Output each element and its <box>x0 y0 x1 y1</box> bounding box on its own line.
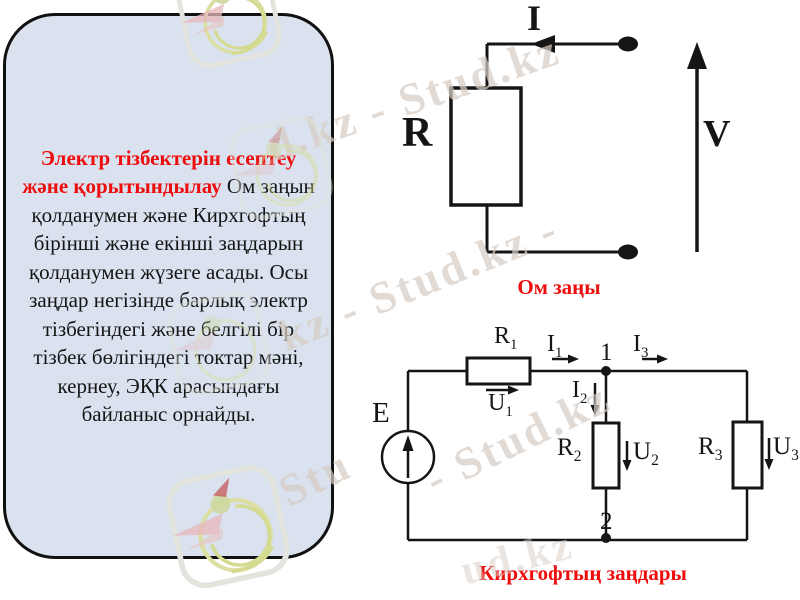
current-arrowhead <box>531 35 555 53</box>
info-box-text: Электр тізбектерін есептеу және қорытынд… <box>6 144 331 429</box>
voltage-arrowhead <box>687 42 707 69</box>
node-2-dot <box>601 533 611 543</box>
kirchhoff-u2-label: U2 <box>633 438 659 469</box>
kirchhoff-wires <box>406 369 749 542</box>
kirchhoff-source-label: E <box>372 397 390 429</box>
kirchhoff-r1-label: R1 <box>494 323 518 353</box>
kirchhoff-arrows <box>486 354 774 471</box>
kirchhoff-r3-label: R3 <box>698 433 723 464</box>
kirchhoff-i2-label: I2 <box>572 377 588 407</box>
terminal-dot-top <box>618 36 638 52</box>
kirchhoff-u3-label: U3 <box>773 433 799 464</box>
resistor-r1-symbol <box>465 356 532 386</box>
kirchhoff-caption: Кирхгофтың заңдары <box>479 561 687 585</box>
info-box-title: Электр тізбектерін есептеу және қорытынд… <box>22 145 297 199</box>
kirchhoff-i1-label: I1 <box>547 331 563 361</box>
kirchhoff-circuit-diagram <box>380 354 774 543</box>
resistor-r2-symbol <box>591 421 621 490</box>
kirchhoff-u1-label: U1 <box>488 390 513 420</box>
terminal-dot-bottom <box>618 244 638 260</box>
kirchhoff-node1-label: 1 <box>600 339 613 366</box>
kirchhoff-node2-label: 2 <box>600 508 613 535</box>
node-1-dot <box>601 366 611 376</box>
ohm-wires <box>485 42 628 254</box>
kirchhoff-r2-label: R2 <box>557 434 582 465</box>
ohm-circuit-diagram <box>449 35 707 260</box>
kirchhoff-i3-label: I3 <box>633 331 649 361</box>
resistor-r3-symbol <box>731 420 764 490</box>
ohm-current-label: I <box>527 0 542 38</box>
ohm-resistor-label: R <box>402 110 433 156</box>
ohm-caption: Ом заңы <box>517 275 601 299</box>
ohm-voltage-label: V <box>703 113 731 155</box>
info-box: Электр тізбектерін есептеу және қорытынд… <box>3 13 334 559</box>
info-box-body: Ом заңын қолданумен және Кирхгофтың бірі… <box>28 174 315 426</box>
resistor-r-symbol <box>449 86 523 207</box>
emf-source-arrow <box>402 435 414 478</box>
